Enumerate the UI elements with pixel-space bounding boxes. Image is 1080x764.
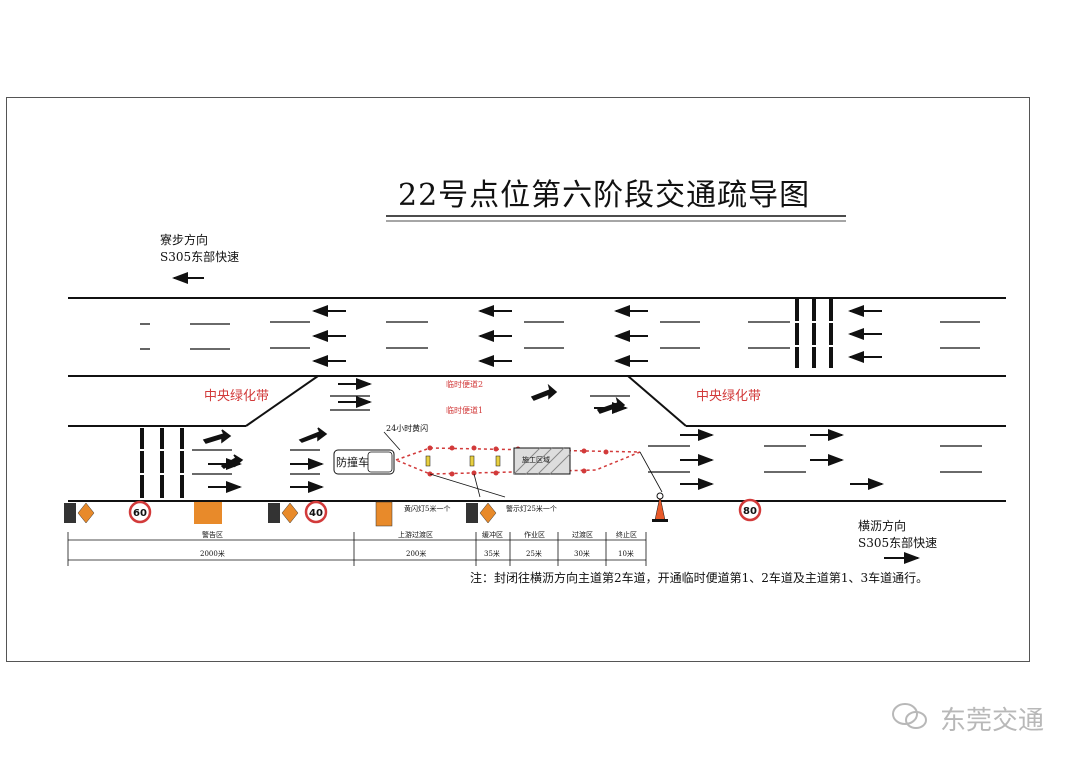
work-zone-label: 施工区域 bbox=[522, 456, 550, 464]
zone-length: 2000米 bbox=[200, 550, 225, 558]
zone-length: 10米 bbox=[618, 550, 634, 558]
median-label-right: 中央绿化带 bbox=[696, 389, 762, 404]
zone-dimensions bbox=[67, 532, 647, 566]
zone-length: 30米 bbox=[574, 550, 590, 558]
east-direction-label: 横沥方向 bbox=[858, 519, 907, 533]
traffic-cone bbox=[652, 492, 668, 522]
diagram-frame bbox=[6, 97, 1030, 662]
lane-markings-lower bbox=[192, 395, 982, 475]
temp-lane-1-label: 临时便道1 bbox=[446, 406, 484, 415]
diagram-note: 注：封闭往横沥方向主道第2车道，开通临时便道第1、2车道及主道第1、3车道通行。 bbox=[470, 571, 929, 585]
westbound-arrows bbox=[172, 272, 882, 367]
sign-note-2: 警示灯25米一个 bbox=[506, 505, 557, 513]
zone-length: 25米 bbox=[526, 550, 542, 558]
merge-arrows bbox=[202, 383, 626, 469]
zone-length: 35米 bbox=[484, 550, 500, 558]
median-label-left: 中央绿化带 bbox=[204, 389, 270, 404]
road-lines bbox=[68, 297, 1006, 502]
sign-note-1: 黄闪灯5米一个 bbox=[404, 505, 451, 513]
crash-truck bbox=[333, 449, 395, 475]
page-title: 22号点位第六阶段交通疏导图 bbox=[398, 178, 811, 213]
speed-limit-60: 60 bbox=[133, 508, 147, 519]
zone-name: 缓冲区 bbox=[482, 531, 503, 539]
flash-light-label: 24小时黄闪 bbox=[386, 424, 429, 433]
zone-name: 过渡区 bbox=[572, 531, 593, 539]
zone-name: 警告区 bbox=[202, 531, 223, 539]
speed-limit-80: 80 bbox=[743, 506, 757, 517]
rumble-strips-upper bbox=[795, 298, 833, 368]
temp-lane-2-label: 临时便道2 bbox=[446, 380, 484, 389]
lane-markings-upper bbox=[140, 321, 980, 350]
west-direction-label: 寮步方向 bbox=[160, 233, 209, 247]
work-zone-barrier bbox=[393, 447, 641, 475]
zone-length: 200米 bbox=[406, 550, 427, 558]
rumble-strips-lower bbox=[140, 428, 184, 498]
zone-name: 作业区 bbox=[524, 531, 545, 539]
east-road-label: S305东部快速 bbox=[858, 536, 938, 550]
zone-name: 终止区 bbox=[616, 531, 637, 539]
wechat-icon bbox=[892, 703, 927, 729]
eastbound-arrows bbox=[208, 378, 920, 564]
speed-limit-40: 40 bbox=[309, 508, 323, 519]
west-road-label: S305东部快速 bbox=[160, 250, 240, 264]
crash-truck-label: 防撞车 bbox=[336, 456, 369, 469]
road-signs bbox=[64, 498, 762, 527]
zone-name: 上游过渡区 bbox=[398, 531, 433, 539]
watermark: 东莞交通 bbox=[939, 706, 1044, 736]
